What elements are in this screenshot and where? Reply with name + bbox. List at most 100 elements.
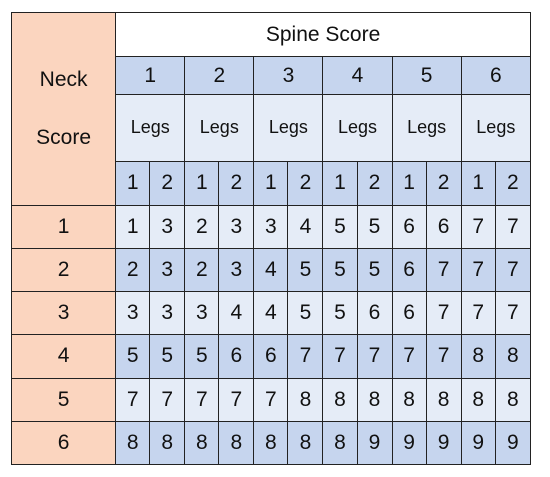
score-value-cell: 7 <box>356 334 393 379</box>
score-value-cell: 9 <box>391 420 427 466</box>
score-value-cell: 8 <box>184 420 220 466</box>
neck-score-cell: 2 <box>10 247 117 293</box>
leg-score-cell: 1 <box>460 160 496 206</box>
score-value-cell: 2 <box>184 247 220 293</box>
leg-score-cell: 2 <box>356 160 393 206</box>
score-value-cell: 8 <box>494 334 532 379</box>
score-value-cell: 8 <box>494 377 532 422</box>
neck-header-line-2: Score <box>36 125 92 149</box>
leg-score-cell: 2 <box>218 160 255 206</box>
score-value-cell: 7 <box>460 204 496 250</box>
score-value-cell: 8 <box>287 377 324 422</box>
score-value-cell: 8 <box>322 420 358 466</box>
leg-score-cell: 1 <box>391 160 427 206</box>
score-value-cell: 5 <box>149 334 186 379</box>
score-value-cell: 5 <box>287 291 324 336</box>
spine-score-cell: 3 <box>253 56 324 96</box>
score-value-cell: 6 <box>218 334 255 379</box>
legs-label-cell: Legs <box>253 94 324 162</box>
score-value-cell: 7 <box>494 291 532 336</box>
score-value-cell: 9 <box>494 420 532 466</box>
neck-score-cell: 1 <box>10 204 117 250</box>
legs-label-cell: Legs <box>115 94 186 162</box>
score-value-cell: 2 <box>184 204 220 250</box>
spine-score-cell: 6 <box>460 56 532 96</box>
score-value-cell: 7 <box>494 204 532 250</box>
score-value-cell: 6 <box>391 247 427 293</box>
neck-score-cell: 3 <box>10 291 117 336</box>
legs-label-cell: Legs <box>322 94 393 162</box>
score-value-cell: 9 <box>425 420 462 466</box>
score-value-cell: 7 <box>391 334 427 379</box>
neck-score-cell: 4 <box>10 334 117 379</box>
neck-score-header: Neck Score <box>10 12 117 206</box>
score-value-cell: 5 <box>322 204 358 250</box>
score-value-cell: 7 <box>287 334 324 379</box>
score-value-cell: 4 <box>253 291 289 336</box>
score-value-cell: 8 <box>149 420 186 466</box>
neck-score-cell: 6 <box>10 420 117 466</box>
score-value-cell: 8 <box>218 420 255 466</box>
spine-score-cell: 1 <box>115 56 186 96</box>
score-value-cell: 8 <box>425 377 462 422</box>
score-value-cell: 5 <box>184 334 220 379</box>
score-value-cell: 7 <box>253 377 289 422</box>
score-value-cell: 7 <box>460 291 496 336</box>
legs-label-cell: Legs <box>184 94 255 162</box>
score-value-cell: 5 <box>322 247 358 293</box>
score-value-cell: 7 <box>494 247 532 293</box>
score-value-cell: 6 <box>391 291 427 336</box>
score-value-cell: 5 <box>356 204 393 250</box>
score-value-cell: 3 <box>184 291 220 336</box>
score-value-cell: 3 <box>218 204 255 250</box>
score-value-cell: 6 <box>253 334 289 379</box>
score-value-cell: 5 <box>287 247 324 293</box>
score-value-cell: 8 <box>287 420 324 466</box>
score-value-cell: 4 <box>253 247 289 293</box>
score-value-cell: 5 <box>115 334 151 379</box>
leg-score-cell: 1 <box>115 160 151 206</box>
neck-score-cell: 5 <box>10 377 117 422</box>
score-value-cell: 5 <box>356 247 393 293</box>
leg-score-cell: 1 <box>253 160 289 206</box>
score-value-cell: 3 <box>218 247 255 293</box>
score-value-cell: 3 <box>149 291 186 336</box>
score-value-cell: 4 <box>218 291 255 336</box>
spine-score-cell: 2 <box>184 56 255 96</box>
leg-score-cell: 1 <box>322 160 358 206</box>
score-value-cell: 2 <box>115 247 151 293</box>
score-value-cell: 7 <box>115 377 151 422</box>
score-value-cell: 8 <box>115 420 151 466</box>
score-value-cell: 1 <box>115 204 151 250</box>
score-value-cell: 3 <box>115 291 151 336</box>
header-row-title: Neck Score Spine Score <box>10 11 531 206</box>
score-value-cell: 8 <box>356 377 393 422</box>
score-value-cell: 7 <box>218 377 255 422</box>
score-value-cell: 5 <box>322 291 358 336</box>
legs-label-cell: Legs <box>391 94 462 162</box>
score-value-cell: 6 <box>356 291 393 336</box>
score-value-cell: 8 <box>322 377 358 422</box>
score-value-cell: 7 <box>322 334 358 379</box>
score-value-cell: 9 <box>460 420 496 466</box>
score-value-cell: 8 <box>391 377 427 422</box>
score-value-cell: 4 <box>287 204 324 250</box>
score-value-cell: 8 <box>460 377 496 422</box>
score-value-cell: 8 <box>253 420 289 466</box>
score-value-cell: 3 <box>149 247 186 293</box>
leg-score-cell: 2 <box>149 160 186 206</box>
neck-header-line-1: Neck <box>39 67 88 91</box>
score-value-cell: 8 <box>460 334 496 379</box>
spine-score-cell: 4 <box>322 56 393 96</box>
legs-label-cell: Legs <box>460 94 532 162</box>
spine-score-header: Spine Score <box>115 11 531 58</box>
leg-score-cell: 2 <box>425 160 462 206</box>
leg-score-cell: 1 <box>184 160 220 206</box>
